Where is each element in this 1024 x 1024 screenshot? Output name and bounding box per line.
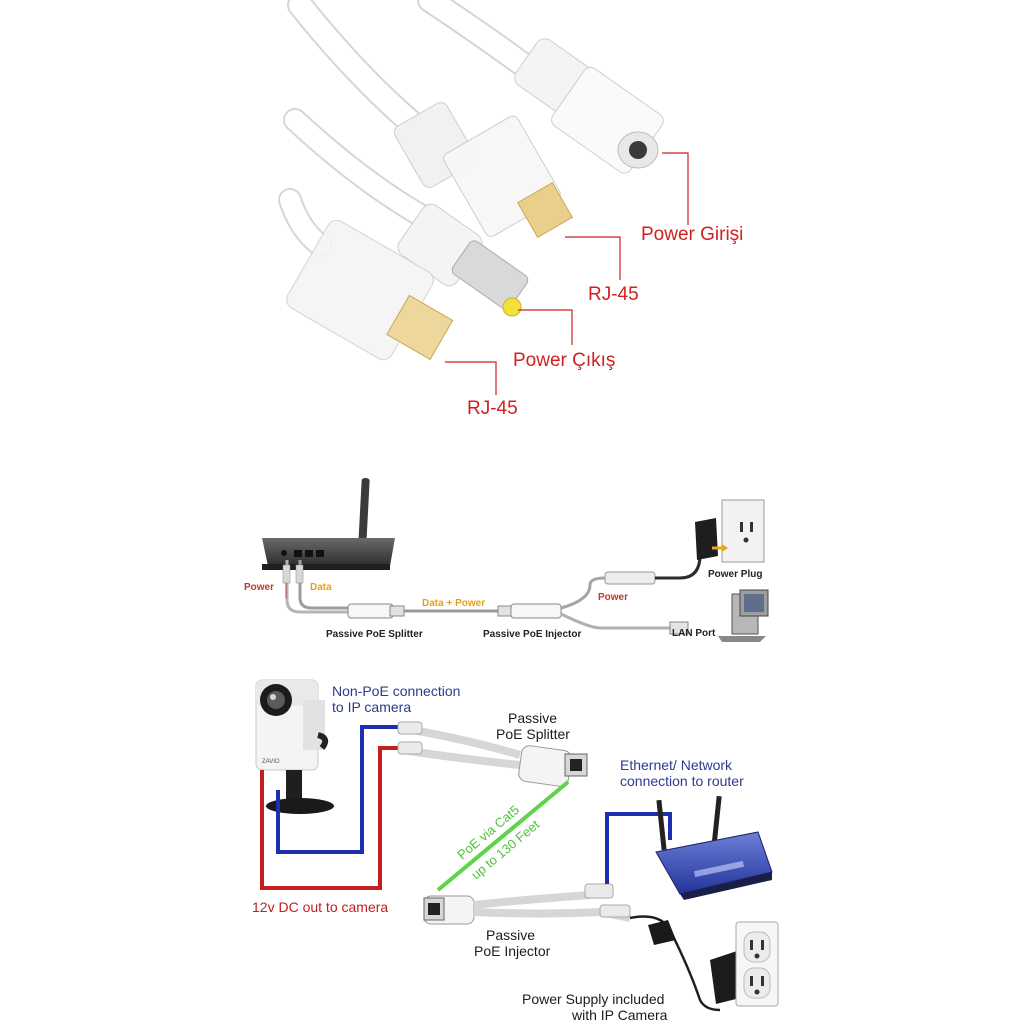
label-injector-2: PoE Injector xyxy=(474,943,551,959)
label-injector-1: Passive xyxy=(486,927,535,943)
label-lan-port: LAN Port xyxy=(672,628,716,639)
label-ethernet-2: connection to router xyxy=(620,773,744,789)
label-data-plus-power: Data + Power xyxy=(422,598,485,609)
dc-barrel xyxy=(604,571,656,585)
desktop-computer xyxy=(718,589,769,642)
dc-male-plug xyxy=(397,203,529,317)
cable-bundle xyxy=(278,0,543,257)
label-power-out: Power Çıkış xyxy=(513,350,615,371)
network-router xyxy=(655,795,773,900)
poe-splitter-box xyxy=(347,603,405,619)
lan-plug xyxy=(669,621,689,635)
label-non-poe-1: Non-PoE connection xyxy=(332,683,460,699)
blue-network-wire xyxy=(605,812,672,884)
blue-data-wire xyxy=(276,725,402,854)
label-ethernet-1: Ethernet/ Network xyxy=(620,757,733,773)
label-supply-1: Power Supply included xyxy=(522,991,664,1007)
camera-brand: ZAVIO xyxy=(262,759,280,765)
label-splitter-1: Passive xyxy=(508,710,557,726)
rj45-plug-a xyxy=(393,102,574,239)
injector-cable xyxy=(423,883,631,925)
label-data-left: Data xyxy=(310,582,332,593)
label-splitter-2: PoE Splitter xyxy=(496,726,570,742)
wall-outlet-small xyxy=(695,499,765,563)
injector-power-lead xyxy=(560,576,650,610)
splitter-cable xyxy=(397,721,588,787)
product-photo-panel xyxy=(278,0,689,395)
label-rj45-lower: RJ-45 xyxy=(467,398,518,419)
label-injector: Passive PoE Injector xyxy=(483,629,581,640)
lan-lead xyxy=(560,612,670,630)
adapter-lead xyxy=(655,540,702,580)
label-power-right: Power xyxy=(598,592,628,603)
label-non-poe-2: to IP camera xyxy=(332,699,411,715)
poe-injector-box xyxy=(497,603,562,619)
label-splitter: Passive PoE Splitter xyxy=(326,629,423,640)
green-cat5-wire xyxy=(436,780,570,892)
schematic-panel xyxy=(262,477,769,642)
label-power-plug: Power Plug xyxy=(708,569,762,580)
router-leads xyxy=(282,560,350,614)
ip-camera-panel: ZAVIO xyxy=(255,679,779,1012)
label-power-in: Power Girişi xyxy=(641,224,743,245)
label-power-left: Power xyxy=(244,582,274,593)
label-rj45-upper: RJ-45 xyxy=(588,284,639,305)
rj45-plug-b xyxy=(286,219,454,361)
wall-outlet-large xyxy=(735,921,779,1007)
label-supply-2: with IP Camera xyxy=(571,1007,668,1023)
ip-camera: ZAVIO xyxy=(255,679,334,814)
label-12v-dc: 12v DC out to camera xyxy=(252,899,388,915)
red-power-wire xyxy=(260,746,402,890)
dc-female-jack xyxy=(514,38,664,174)
callout-lines xyxy=(445,152,689,395)
wifi-router xyxy=(262,477,395,570)
